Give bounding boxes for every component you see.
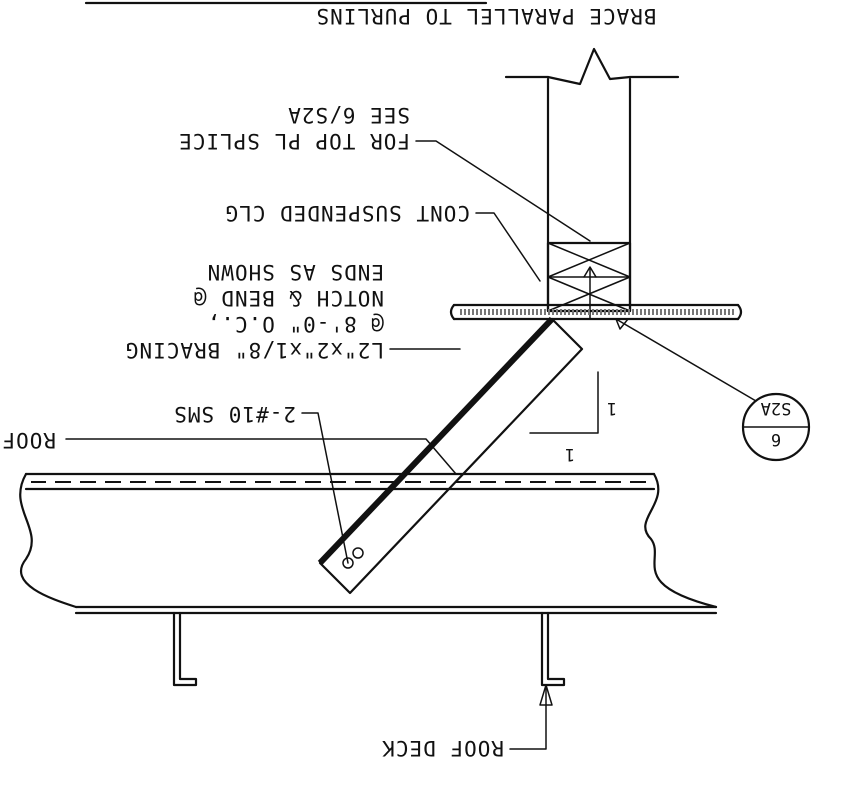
roof-joist (19, 472, 718, 615)
right-break (19, 472, 78, 609)
label-bracing-2: @ 8'-0" O.C., (207, 312, 384, 336)
label-splice-1: FOR TOP PL SPLICE (178, 129, 410, 153)
label-roof-deck: ROOF DECK (381, 736, 504, 760)
drawing-title: BRACE PARALLEL TO PURLINS (315, 4, 656, 28)
angle-brace (317, 316, 584, 595)
slope-run-label: 1 (565, 444, 575, 464)
label-splice-2: SEE 6/S2A (287, 103, 410, 127)
suspended-ceiling (449, 303, 743, 321)
detail-reference-bubble: 6 S2A (615, 318, 811, 462)
purlins (172, 611, 566, 687)
label-bracing-3: NOTCH & BEND @ (193, 286, 384, 310)
break-line (504, 47, 680, 86)
slope-triangle: 1 1 (529, 371, 617, 464)
label-bracing-1: L2"x2"x1/8" BRACING (125, 338, 384, 362)
label-sms: 2-#10 SMS (173, 402, 296, 426)
upright-drawing-group: BRACE PARALLEL TO PURLINS (1, 1, 811, 760)
leaders (65, 140, 591, 750)
screw-1 (342, 557, 354, 569)
slope-rise-label: 1 (607, 398, 617, 418)
left-break (644, 472, 718, 609)
label-ceiling: CONT SUSPENDED CLG (224, 201, 470, 225)
screw-2 (352, 547, 364, 559)
label-bracing-4: ENDS AS SHOWN (207, 260, 384, 284)
detail-sheet: S2A (761, 398, 792, 418)
label-roof: ROOF (1, 428, 56, 452)
detail-number: 6 (771, 429, 781, 449)
top-plate-blocking (546, 241, 632, 320)
